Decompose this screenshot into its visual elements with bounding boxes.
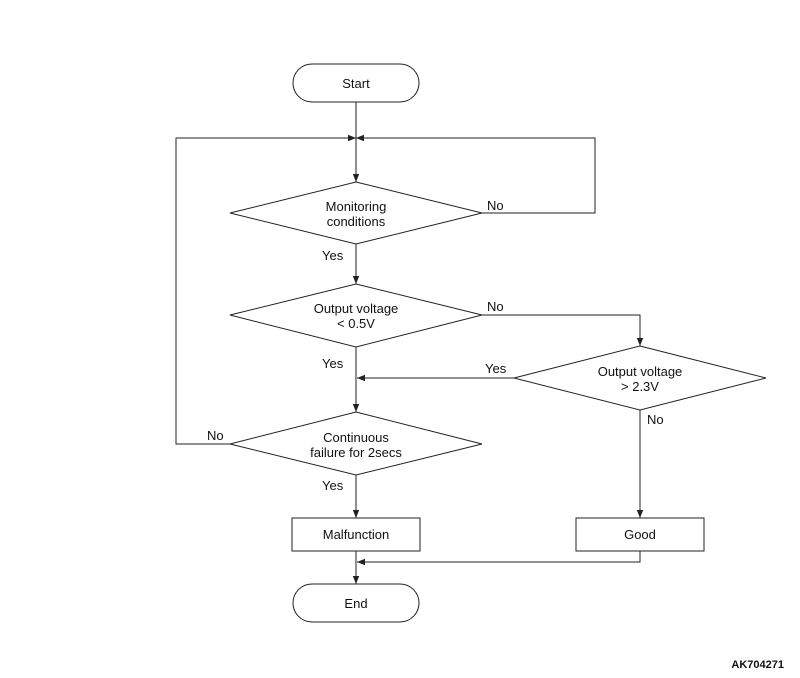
edge-label-monitoring-no: No — [487, 198, 504, 213]
continuous-decision-shape — [229, 411, 483, 476]
edge-label-output-high-yes: Yes — [485, 361, 507, 376]
start-terminator-shape — [292, 63, 420, 103]
malfunction-label: Malfunction — [323, 527, 389, 542]
continuous-label-line1: Continuous — [323, 430, 389, 445]
connectors — [175, 102, 644, 584]
end-label: End — [344, 596, 367, 611]
edge-label-continuous-no: No — [207, 428, 224, 443]
monitoring-decision-shape — [229, 181, 483, 245]
start-label: Start — [342, 76, 370, 91]
edge-label-monitoring-yes: Yes — [322, 248, 344, 263]
good-process-shape — [575, 517, 705, 552]
monitoring-label-line1: Monitoring — [326, 199, 387, 214]
output-high-label-line2: > 2.3V — [621, 379, 659, 394]
monitoring-label-line2: conditions — [327, 214, 386, 229]
malfunction-process-shape — [291, 517, 421, 552]
arrow-output-low-no — [482, 314, 644, 346]
edge-label-output-high-no: No — [647, 412, 664, 427]
monitoring-conditions-decision: Monitoring conditions — [229, 181, 483, 245]
output-low-label-line2: < 0.5V — [337, 316, 375, 331]
end-terminator-shape — [292, 583, 420, 623]
good-node: Good — [575, 517, 705, 552]
arrow-good-to-end — [357, 551, 641, 566]
end-node: End — [292, 583, 420, 623]
arrow-continuous-no-loop — [175, 134, 356, 445]
edge-label-output-low-yes: Yes — [322, 356, 344, 371]
continuous-failure-decision: Continuous failure for 2secs — [229, 411, 483, 476]
continuous-label-line2: failure for 2secs — [310, 445, 402, 460]
output-high-label-line1: Output voltage — [598, 364, 683, 379]
edge-label-continuous-yes: Yes — [322, 478, 344, 493]
output-voltage-low-decision: Output voltage < 0.5V — [229, 283, 483, 348]
good-label: Good — [624, 527, 656, 542]
output-high-decision-shape — [513, 345, 767, 411]
start-node: Start — [292, 63, 420, 103]
edge-labels: No Yes No Yes Yes No No Yes — [207, 198, 664, 493]
malfunction-node: Malfunction — [291, 517, 421, 552]
arrow-monitoring-no-loop — [356, 134, 596, 214]
edge-label-output-low-no: No — [487, 299, 504, 314]
output-low-decision-shape — [229, 283, 483, 348]
figure-id-label: AK704271 — [731, 659, 784, 671]
output-voltage-high-decision: Output voltage > 2.3V — [513, 345, 767, 411]
output-low-label-line1: Output voltage — [314, 301, 399, 316]
